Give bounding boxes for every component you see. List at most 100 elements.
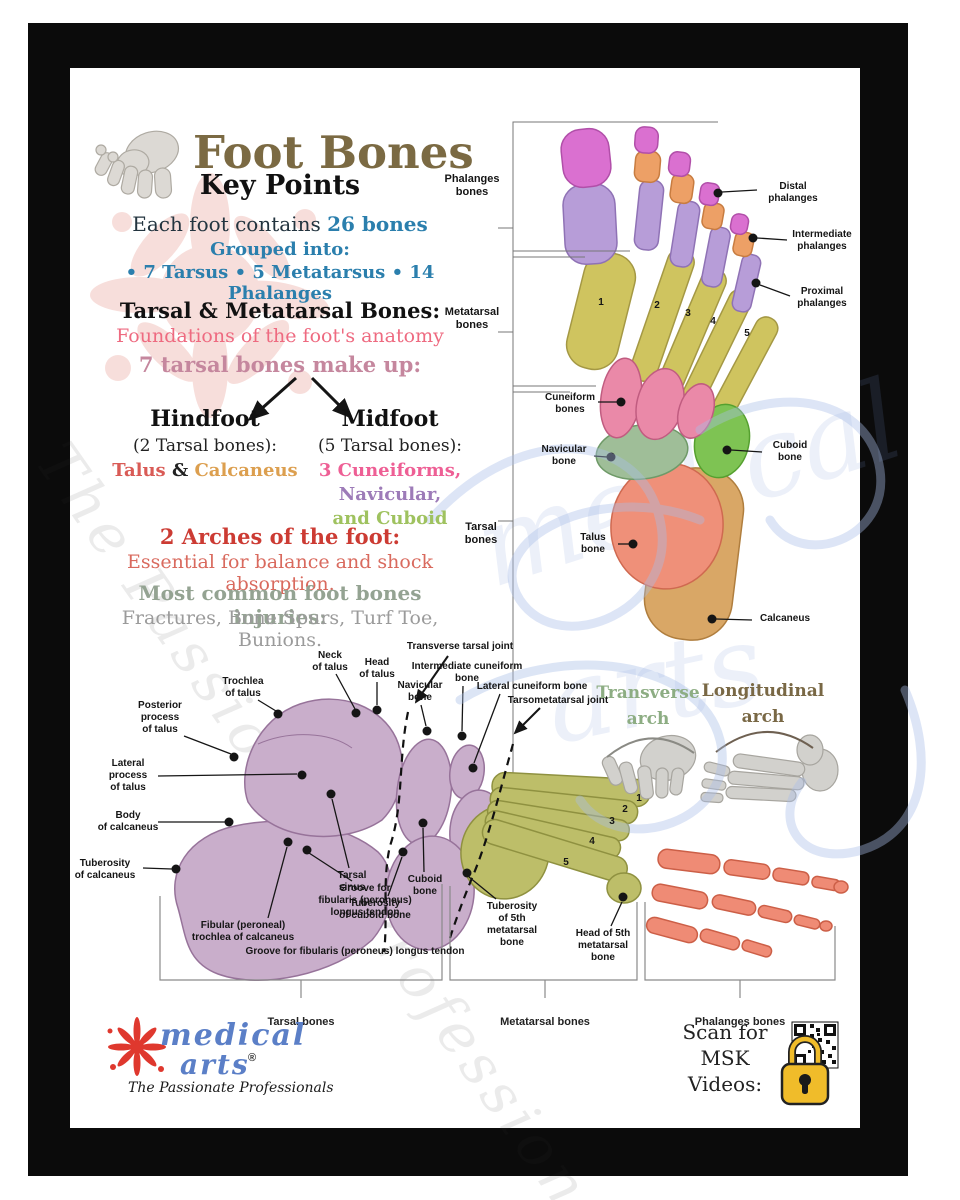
label-phalanges-bracket: Phalanges bones xyxy=(444,173,500,199)
side-phalanges xyxy=(645,848,849,958)
label-cuneiform-bones: Cuneiform bones xyxy=(545,392,595,415)
bracket-label-phalanges: Phalanges bones xyxy=(694,1016,786,1028)
label-metatarsal-bracket: Metatarsal bones xyxy=(444,306,500,332)
label-posterior-process: Posterior process of talus xyxy=(138,700,182,735)
label-tuberosity-of-calcaneus: Tuberosity of calcaneus xyxy=(74,858,136,881)
label-navicular-bone-side: Navicular bone xyxy=(397,680,443,703)
transverse-arch-foot xyxy=(601,734,697,800)
label-head-5th-metatarsal: Head of 5th metatarsal bone xyxy=(575,928,631,963)
top-metatarsal-number-1: 1 xyxy=(598,297,604,308)
label-cuboid-bone-side: Cuboid bone xyxy=(407,874,443,897)
label-tarsal-bracket: Tarsal bones xyxy=(464,521,498,547)
injuries-heading: Most common foot bones injuries: xyxy=(138,581,422,629)
midfoot-cuboid: and Cuboid xyxy=(332,508,448,529)
label-body-of-calcaneus: Body of calcaneus xyxy=(97,810,159,833)
side-view-illustration xyxy=(142,655,849,998)
tarsal-makeup-heading: 7 tarsal bones make up: xyxy=(138,352,422,377)
label-proximal-phalanges: Proximal phalanges xyxy=(797,286,847,309)
injuries-list: Fractures, Bone Spurs, Turf Toe, Bunions… xyxy=(121,607,439,651)
label-cuboid-bone-top: Cuboid bone xyxy=(772,440,808,463)
side-metatarsal-number-3: 3 xyxy=(609,816,615,827)
side-metatarsal-number-1: 1 xyxy=(636,793,642,804)
label-navicular-bone-top: Navicular bone xyxy=(541,444,587,467)
label-lateral-cuneiform: Lateral cuneiform bone xyxy=(476,681,588,692)
blue-watermark-strokes xyxy=(425,397,926,859)
hindfoot-calcaneus: Calcaneus xyxy=(194,460,298,481)
side-metatarsal-number-5: 5 xyxy=(563,857,569,868)
key-points-heading: Key Points xyxy=(199,170,361,201)
tarsal-metatarsal-heading: Tarsal & Metatarsal Bones: xyxy=(119,298,441,323)
logo-text-arts: arts xyxy=(180,1048,250,1081)
midfoot-bones: 3 Cuneiforms, Navicular, and Cuboid xyxy=(300,460,480,529)
top-metatarsal-number-2: 2 xyxy=(654,300,660,311)
midfoot-block: Midfoot (5 Tarsal bones): 3 Cuneiforms, N… xyxy=(300,406,480,529)
top-metatarsal-number-4: 4 xyxy=(710,316,716,327)
label-trochlea-of-talus: Trochlea of talus xyxy=(222,676,264,699)
hindfoot-subtitle: (2 Tarsal bones): xyxy=(132,436,278,456)
label-talus-bone-top: Talus bone xyxy=(580,532,606,555)
arches-subtitle: Essential for balance and shock absorpti… xyxy=(126,551,433,595)
logo-tagline: The Passionate Professionals xyxy=(128,1080,334,1096)
hindfoot-amp: & xyxy=(165,460,195,481)
top-metatarsal-number-3: 3 xyxy=(685,308,691,319)
top-metatarsal-number-5: 5 xyxy=(744,328,750,339)
grouped-into-heading: Grouped into: xyxy=(210,239,350,260)
longitudinal-arch-foot xyxy=(700,730,839,804)
top-view-brackets xyxy=(498,121,718,835)
bone-count-value: 26 bones xyxy=(327,212,428,236)
bracket-label-metatarsal: Metatarsal bones xyxy=(500,1016,590,1028)
bone-count-prefix: Each foot contains xyxy=(132,212,328,236)
side-metatarsal-number-2: 2 xyxy=(622,804,628,815)
midfoot-subtitle: (5 Tarsal bones): xyxy=(317,436,463,456)
label-tuberosity-of-cuboid: Tuberosity of cuboid bone xyxy=(339,898,411,921)
label-intermediate-phalanges: Intermediate phalanges xyxy=(792,229,852,252)
label-tuberosity-5th-metatarsal: Tuberosity of 5th metatarsal bone xyxy=(486,901,538,948)
branch-arrows xyxy=(247,376,354,421)
label-calcaneus-top: Calcaneus xyxy=(759,613,811,624)
top-view-leaders xyxy=(593,188,791,624)
lock-icon xyxy=(780,1035,830,1106)
label-transverse-tarsal-joint: Transverse tarsal joint xyxy=(406,641,514,652)
side-cuboid-bone xyxy=(385,835,475,951)
top-view-illustration xyxy=(498,121,791,835)
label-groove-long: Groove for fibularis (peroneus) longus t… xyxy=(245,946,465,957)
midfoot-cuneiforms: 3 Cuneiforms, xyxy=(318,460,462,481)
label-tarsal-sinus: Tarsal sinus xyxy=(337,870,367,893)
hindfoot-title: Hindfoot xyxy=(150,406,260,432)
label-intermediate-cuneiform: Intermediate cuneiform bone xyxy=(411,661,523,684)
label-fibular-trochlea: Fibular (peroneal) trochlea of calcaneus xyxy=(191,920,295,943)
label-neck-of-talus: Neck of talus xyxy=(312,650,348,673)
bone-count-line: Each foot contains 26 bones xyxy=(90,212,470,236)
logo-text-medical: medical xyxy=(160,1018,307,1053)
arches-heading: 2 Arches of the foot: xyxy=(159,524,401,549)
pink-splat-watermark xyxy=(90,173,330,418)
label-longitudinal-arch: Longitudinal arch xyxy=(701,681,825,728)
hindfoot-block: Hindfoot (2 Tarsal bones): Talus & Calca… xyxy=(110,406,300,481)
logo-registered-mark: ® xyxy=(248,1052,257,1064)
side-talus-bone xyxy=(244,698,403,838)
qr-code xyxy=(791,1021,839,1069)
label-tarsometatarsal-joint: Tarsometatarsal joint xyxy=(507,695,609,706)
side-joint-dashes xyxy=(382,711,515,953)
label-lateral-process: Lateral process of talus xyxy=(108,758,148,793)
midfoot-title: Midfoot xyxy=(341,406,439,432)
bracket-label-tarsal: Tarsal bones xyxy=(267,1016,335,1028)
foot-bones-icon xyxy=(94,130,180,199)
side-view-leaders xyxy=(142,655,628,927)
label-groove-short: Groove for fibularis (peroneus) longus t… xyxy=(318,883,412,918)
top-tarsals xyxy=(595,357,751,641)
side-metatarsals xyxy=(460,771,651,904)
bottom-brackets xyxy=(159,884,836,998)
label-transverse-arch: Transverse arch xyxy=(596,683,700,730)
midfoot-navicular: Navicular, xyxy=(338,484,442,505)
bone-groups-line: • 7 Tarsus • 5 Metatarsus • 14 Phalanges xyxy=(125,262,435,304)
medical-arts-logo-icon xyxy=(107,1017,166,1076)
label-head-of-talus: Head of talus xyxy=(359,657,395,680)
scan-for-msk-label: Scan for MSK Videos: xyxy=(682,1020,768,1096)
side-metatarsal-number-4: 4 xyxy=(589,836,595,847)
poster-title: Foot Bones xyxy=(193,126,474,179)
tarsal-metatarsal-subtitle: Foundations of the foot's anatomy xyxy=(116,325,444,347)
top-phalanges xyxy=(560,126,762,313)
